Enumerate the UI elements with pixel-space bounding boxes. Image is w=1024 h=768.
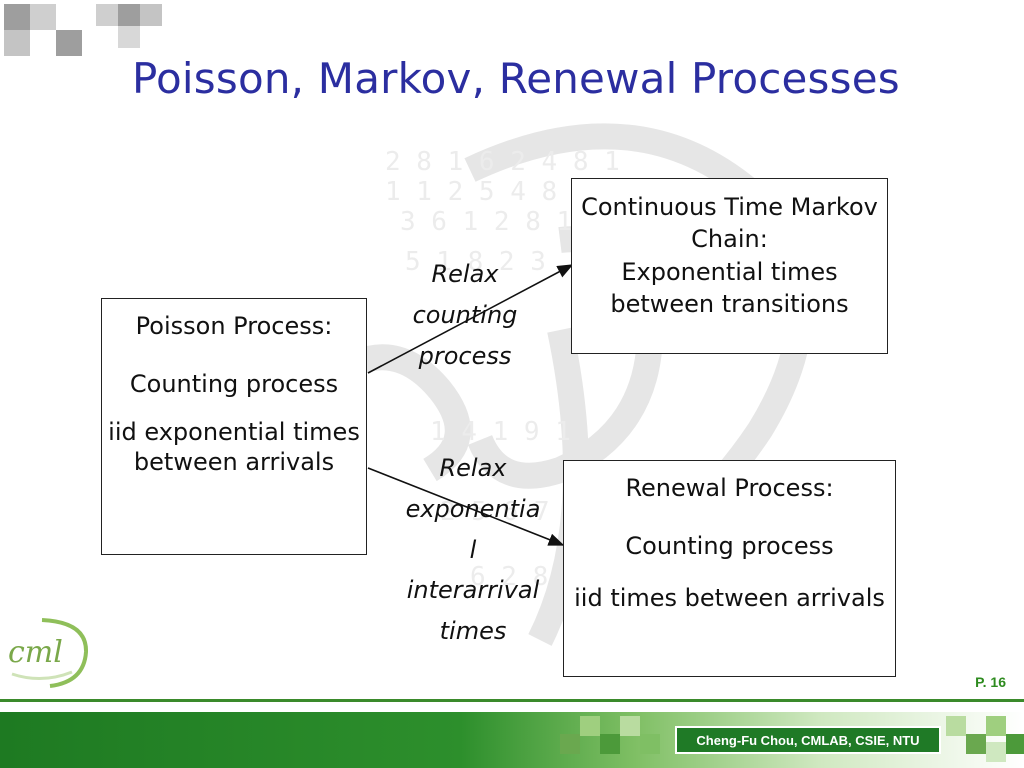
footer-credit: Cheng-Fu Chou, CMLAB, CSIE, NTU [675,726,941,754]
edge-label-line: process [418,341,512,370]
poisson-process-box: Poisson Process: Counting process iid ex… [101,298,367,555]
edge-label-line: times [439,617,507,646]
renewal-box-interarrival: iid times between arrivals [574,584,885,612]
footer-divider [0,699,1024,702]
edge-label-relax-exponential: Relax exponentia l interarrival times [388,448,558,652]
svg-text:2 8 1 6 2 4 8 1: 2 8 1 6 2 4 8 1 [385,147,620,177]
edge-label-line: Relax [431,260,499,288]
ctmc-box: Continuous Time Markov Chain: Exponentia… [571,178,888,354]
page-number: P. 16 [975,674,1006,690]
edge-label-line: exponentia [405,494,541,523]
poisson-box-interarrival: iid exponential times between arrivals [108,418,360,476]
decorative-squares [4,4,162,56]
renewal-box-counting: Counting process [625,532,834,560]
ctmc-box-description: Exponential times between transitions [610,257,849,319]
ctmc-box-heading: Continuous Time Markov Chain: [581,193,878,254]
svg-text:1 4 1 9 1: 1 4 1 9 1 [430,417,571,447]
poisson-box-heading: Poisson Process: [135,312,333,340]
svg-text:cml: cml [8,635,63,670]
edge-label-relax-counting: Relax counting process [395,254,535,376]
renewal-box-heading: Renewal Process: [625,474,834,502]
edge-label-line: l [469,535,477,564]
slide-title: Poisson, Markov, Renewal Processes [132,54,900,103]
edge-label-line: interarrival [406,576,540,605]
footer-checker-pattern [560,716,1024,762]
renewal-process-box: Renewal Process: Counting process iid ti… [563,460,896,677]
cml-logo: cml [8,618,89,688]
edge-label-line: counting [412,300,518,329]
edge-label-line: Relax [439,454,507,482]
poisson-box-counting: Counting process [129,370,339,398]
